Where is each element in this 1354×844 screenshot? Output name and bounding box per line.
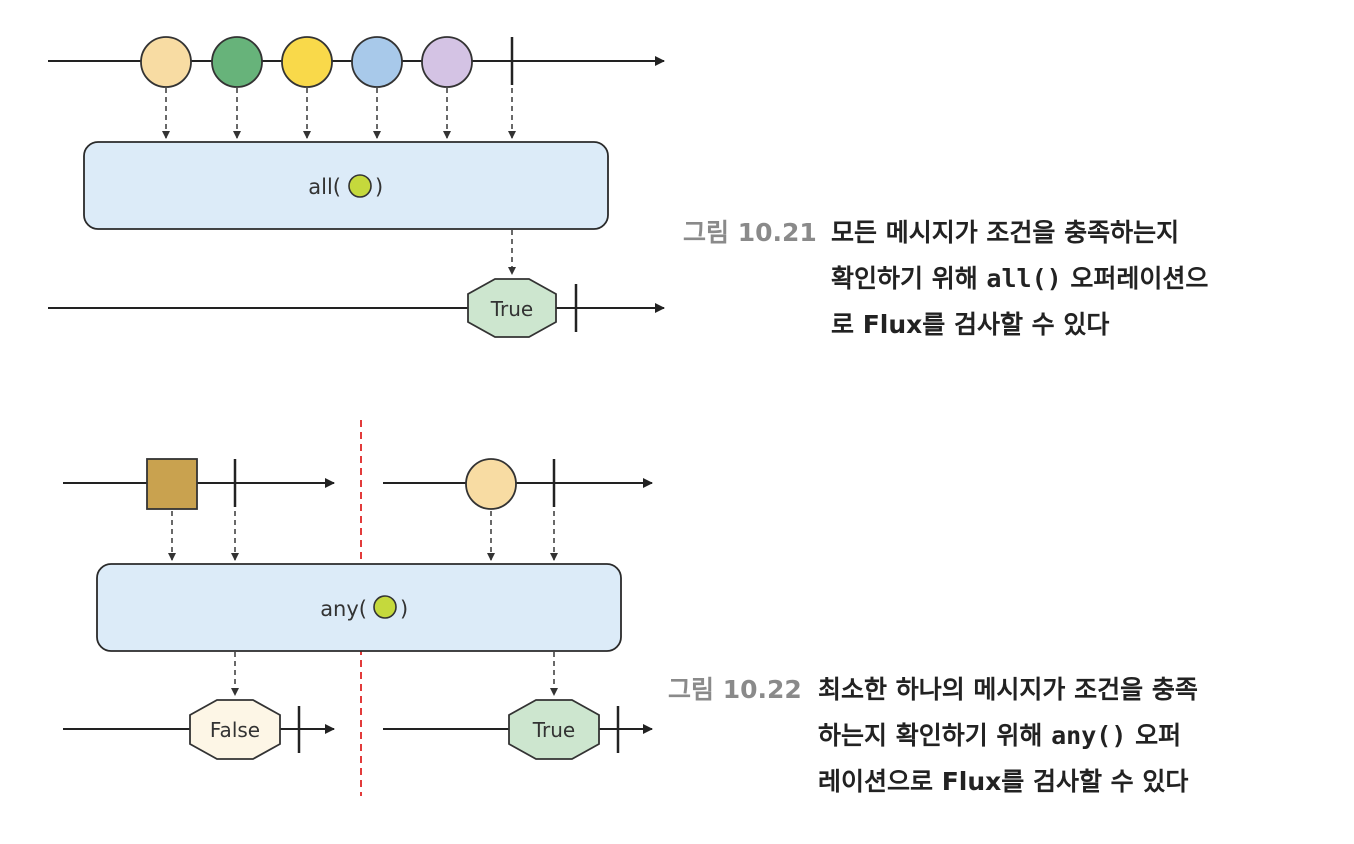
input-marble — [421, 36, 473, 88]
caption-code: all() — [986, 264, 1062, 293]
caption-segment: 하는지 확인하기 위해 — [818, 721, 1052, 750]
figure-all: all( ) True — [48, 36, 665, 338]
caption-line: 확인하기 위해 all() 오퍼레이션으 — [831, 256, 1208, 302]
caption-code: any() — [1051, 721, 1127, 750]
figure-number: 그림 10.22 — [668, 675, 802, 704]
figure-any: any( ) False True — [63, 420, 653, 796]
caption-text: 모든 메시지가 조건을 충족하는지 확인하기 위해 all() 오퍼레이션으 로… — [831, 210, 1208, 348]
true-result-octagon — [508, 699, 600, 760]
predicate-dot — [348, 174, 372, 198]
figure-number: 그림 10.21 — [683, 218, 817, 247]
true-result-octagon — [467, 278, 557, 338]
drop-arrows — [168, 511, 558, 696]
true-result-label: True — [490, 297, 533, 321]
operator-close: ) — [400, 597, 408, 621]
input-marbles — [140, 36, 473, 88]
caption-line: 최소한 하나의 메시지가 조건을 충족 — [818, 675, 1198, 704]
operator-box — [96, 563, 622, 652]
false-result-octagon — [189, 699, 281, 760]
caption-text: 최소한 하나의 메시지가 조건을 충족 하는지 확인하기 위해 any() 오퍼… — [818, 667, 1198, 805]
square-marble — [146, 458, 198, 510]
caption-segment: 오퍼 — [1126, 721, 1182, 750]
caption-line: 모든 메시지가 조건을 충족하는지 — [831, 218, 1180, 247]
input-marble — [211, 36, 263, 88]
caption-segment: 확인하기 위해 — [831, 264, 987, 293]
input-marble — [281, 36, 333, 88]
figure-caption-10-22: 그림 10.22 최소한 하나의 메시지가 조건을 충족 하는지 확인하기 위해… — [668, 667, 1308, 807]
caption-segment: 오퍼레이션으 — [1061, 264, 1209, 293]
caption-line: 레이션으로 Flux를 검사할 수 있다 — [818, 767, 1189, 796]
caption-line: 하는지 확인하기 위해 any() 오퍼 — [818, 713, 1198, 759]
operator-close: ) — [375, 175, 383, 199]
false-result-label: False — [210, 718, 260, 742]
drop-arrows — [162, 88, 516, 275]
operator-label: any( — [320, 597, 367, 621]
figure-caption-10-21: 그림 10.21 모든 메시지가 조건을 충족하는지 확인하기 위해 all()… — [683, 210, 1283, 350]
predicate-dot — [373, 595, 397, 619]
caption-line: 로 Flux를 검사할 수 있다 — [831, 310, 1110, 339]
input-marble — [140, 36, 192, 88]
input-marble — [351, 36, 403, 88]
operator-box — [83, 141, 609, 230]
round-marble — [465, 458, 517, 510]
true-result-label: True — [532, 718, 575, 742]
operator-label: all( — [308, 175, 341, 199]
